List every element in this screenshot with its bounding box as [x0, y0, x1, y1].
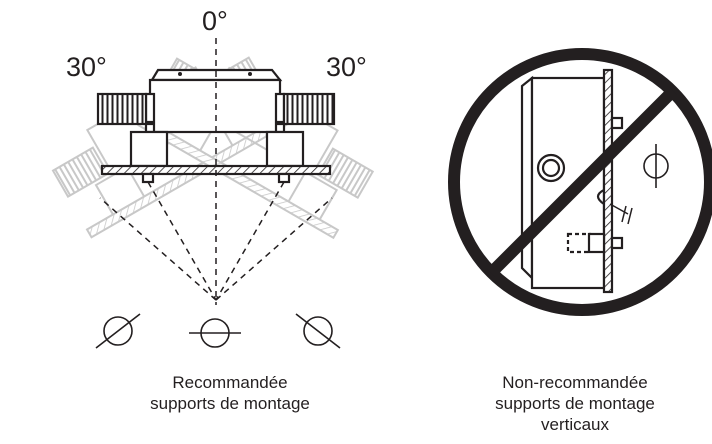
recommended-diagram: 0° 30° 30° — [51, 6, 375, 349]
angle-label-right: 30° — [326, 52, 367, 82]
angle-label-left: 30° — [66, 52, 107, 82]
orientation-symbol-vertical — [643, 144, 669, 188]
recommended-caption-line-1: Recommandée — [172, 373, 288, 392]
not-recommended-caption-line-3: verticaux — [540, 415, 610, 434]
orientation-symbol-center — [189, 318, 241, 348]
orientation-symbol-left — [95, 313, 141, 349]
left-cooling-fins — [96, 92, 148, 126]
right-mount-block — [265, 130, 305, 168]
recommended-caption: Recommandée supports de montage — [120, 372, 340, 414]
not-recommended-diagram — [448, 48, 712, 316]
right-cooling-fins — [282, 92, 336, 126]
wall-plate — [602, 68, 614, 294]
not-recommended-caption-line-1: Non-recommandée — [502, 373, 648, 392]
orientation-symbol-right — [295, 313, 341, 349]
prohibited-icon — [448, 48, 712, 316]
vertical-housing — [520, 68, 633, 294]
angle-label-center: 0° — [202, 6, 228, 36]
not-recommended-caption-line-2: supports de montage — [495, 394, 655, 413]
recommended-caption-line-2: supports de montage — [150, 394, 310, 413]
angle-guides — [99, 38, 333, 305]
not-recommended-caption: Non-recommandée supports de montage vert… — [460, 372, 690, 435]
left-mount-block — [129, 130, 169, 168]
